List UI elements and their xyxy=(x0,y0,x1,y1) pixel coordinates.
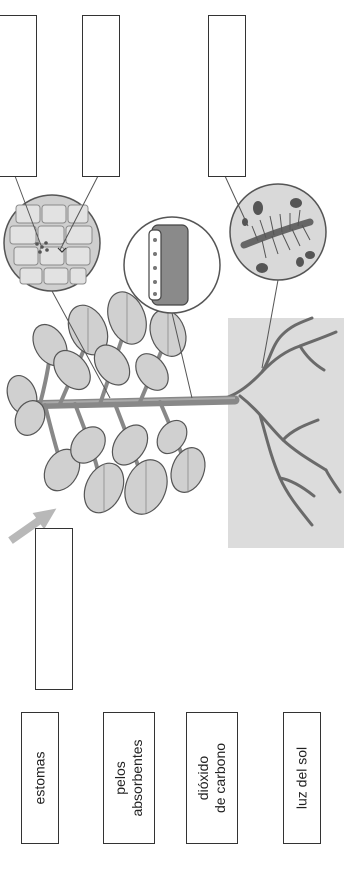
answer-blank-top-left[interactable] xyxy=(0,15,37,177)
word-label-luz-del-sol: luz del sol xyxy=(294,747,311,809)
word-label-estomas: estomas xyxy=(32,752,49,805)
word-box-pelos-absorbentes[interactable]: pelos absorbentes xyxy=(103,712,155,844)
word-box-dioxido-de-carbono[interactable]: dióxido de carbono xyxy=(186,712,238,844)
word-box-estomas[interactable]: estomas xyxy=(21,712,59,844)
answer-blank-sun-arrow[interactable] xyxy=(35,528,73,690)
plant-illustration xyxy=(0,0,344,560)
magnifier-leaf-surface xyxy=(4,195,100,291)
answer-blank-top-right[interactable] xyxy=(208,15,246,177)
magnifier-root-hairs xyxy=(230,184,326,280)
word-label-dioxido-de-carbono: dióxido de carbono xyxy=(195,743,229,813)
word-box-luz-del-sol[interactable]: luz del sol xyxy=(283,712,321,844)
magnifier-stem-section xyxy=(124,217,220,313)
word-label-pelos-absorbentes: pelos absorbentes xyxy=(112,739,146,816)
answer-blank-top-middle[interactable] xyxy=(82,15,120,177)
